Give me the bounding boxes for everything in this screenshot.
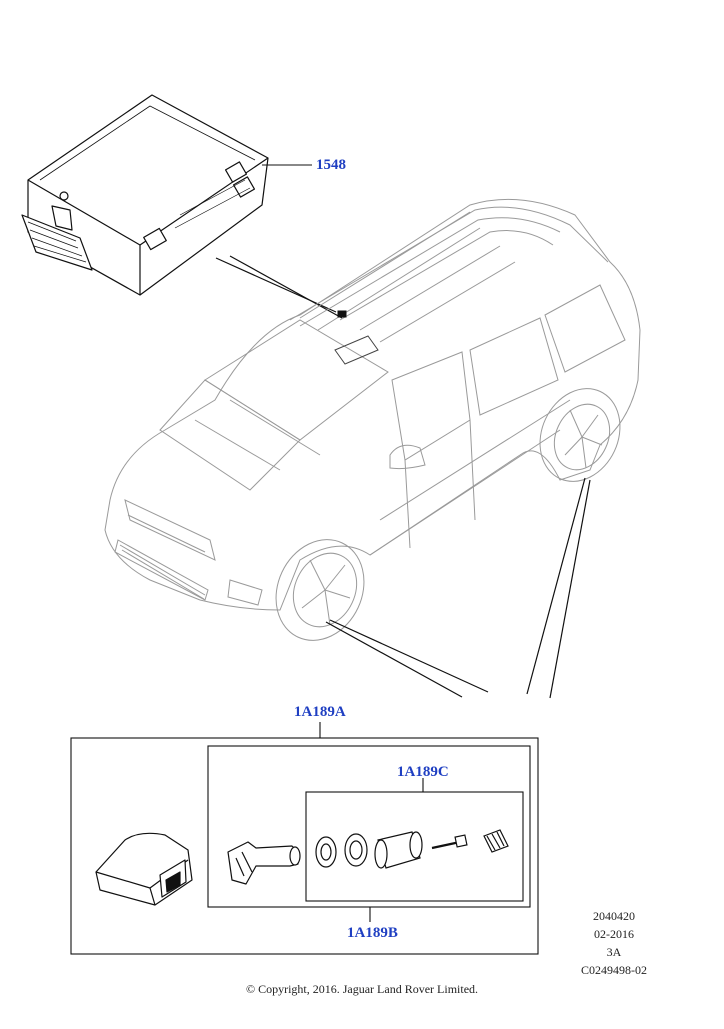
callout-1A189C[interactable]: 1A189C — [397, 764, 449, 780]
kit-frames — [70, 722, 539, 955]
reference-sheet: 3A — [606, 945, 622, 959]
callout-1548[interactable]: 1548 — [316, 157, 346, 173]
valve-core-icon — [431, 840, 461, 850]
wheel-sensor-leaders — [325, 477, 591, 699]
tpms-control-module-illustration — [21, 94, 269, 296]
copyright-notice: © Copyright, 2016. Jaguar Land Rover Lim… — [245, 982, 479, 996]
kit-1A189B-frame — [207, 745, 531, 908]
callout-1A189B[interactable]: 1A189B — [347, 925, 398, 941]
vehicle-illustration — [104, 198, 641, 641]
reference-date: 02-2016 — [594, 927, 634, 941]
tpms-transmitter-illustration — [95, 832, 193, 906]
illustration-id: C0249498-02 — [581, 963, 647, 977]
valve-parts-illustration — [315, 829, 509, 869]
valve-stem-illustration — [227, 841, 301, 885]
callout-1A189A[interactable]: 1A189A — [294, 704, 346, 720]
kit-1A189A-frame — [70, 737, 539, 955]
kit-1A189C-frame — [305, 791, 524, 902]
reference-code: 2040420 — [593, 909, 635, 923]
module-location-leaders — [215, 255, 343, 319]
